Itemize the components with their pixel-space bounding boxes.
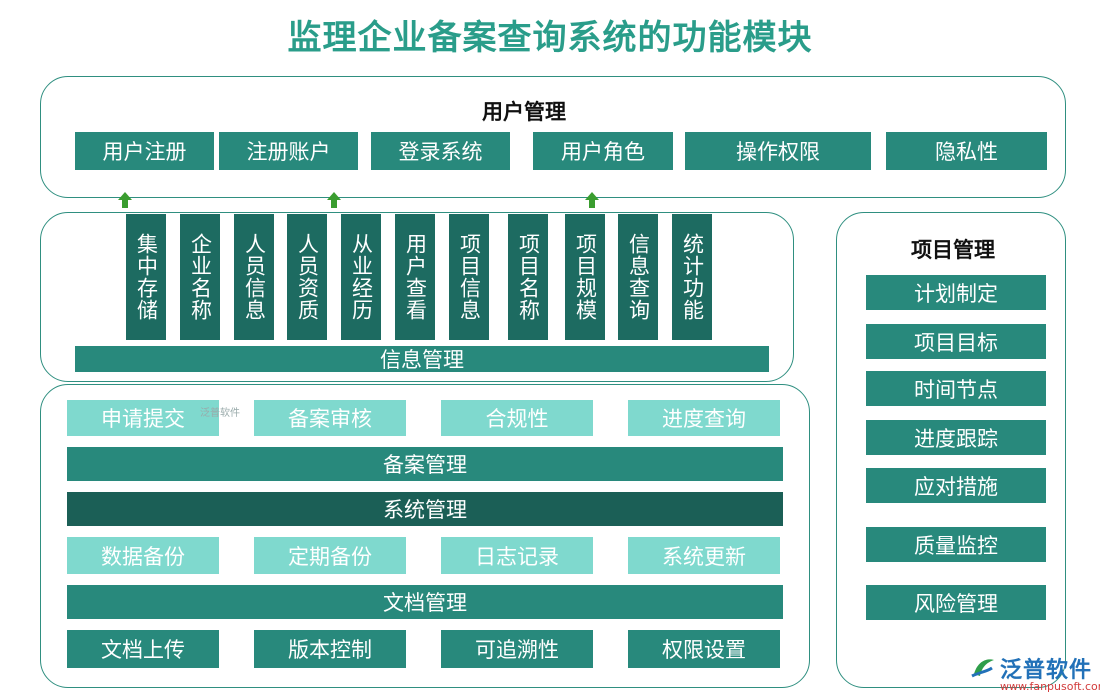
info-item[interactable]: 项目信息: [449, 214, 489, 340]
project-item[interactable]: 时间节点: [866, 371, 1046, 406]
user-item-privacy[interactable]: 隐私性: [886, 132, 1047, 170]
info-item[interactable]: 人员信息: [234, 214, 274, 340]
brand-logo-icon: [971, 659, 994, 678]
system-item[interactable]: 数据备份: [67, 537, 219, 574]
user-item-login[interactable]: 登录系统: [371, 132, 510, 170]
system-item[interactable]: 日志记录: [441, 537, 593, 574]
user-item-permission[interactable]: 操作权限: [685, 132, 871, 170]
up-arrow-icon: [118, 192, 132, 208]
user-item-register[interactable]: 用户注册: [75, 132, 214, 170]
info-item[interactable]: 集中存储: [126, 214, 166, 340]
info-item[interactable]: 统计功能: [672, 214, 712, 340]
document-item[interactable]: 文档上传: [67, 630, 219, 668]
info-item[interactable]: 企业名称: [180, 214, 220, 340]
system-item[interactable]: 系统更新: [628, 537, 780, 574]
project-item[interactable]: 进度跟踪: [866, 420, 1046, 455]
user-item-role[interactable]: 用户角色: [533, 132, 673, 170]
filing-item[interactable]: 进度查询: [628, 400, 780, 436]
info-item[interactable]: 用户查看: [395, 214, 435, 340]
up-arrow-icon: [327, 192, 341, 208]
project-item[interactable]: 项目目标: [866, 324, 1046, 359]
filing-item[interactable]: 合规性: [441, 400, 593, 436]
system-item[interactable]: 定期备份: [254, 537, 406, 574]
system-management-bar[interactable]: 系统管理: [67, 492, 783, 526]
brand-logo-url: www.fanpusoft.com: [1000, 680, 1100, 693]
brand-logo-text: 泛普软件: [1000, 658, 1093, 683]
info-item[interactable]: 人员资质: [287, 214, 327, 340]
project-item[interactable]: 风险管理: [866, 585, 1046, 620]
info-item[interactable]: 项目规模: [565, 214, 605, 340]
info-item[interactable]: 信息查询: [618, 214, 658, 340]
document-item[interactable]: 版本控制: [254, 630, 406, 668]
document-management-bar[interactable]: 文档管理: [67, 585, 783, 619]
project-item[interactable]: 计划制定: [866, 275, 1046, 310]
filing-item[interactable]: 备案审核: [254, 400, 406, 436]
project-item[interactable]: 应对措施: [866, 468, 1046, 503]
filing-management-bar[interactable]: 备案管理: [67, 447, 783, 481]
user-management-label: 用户管理: [482, 99, 566, 124]
watermark-text: 泛普软件: [200, 408, 240, 419]
user-item-register-account[interactable]: 注册账户: [219, 132, 358, 170]
project-management-label: 项目管理: [911, 237, 995, 262]
document-item[interactable]: 可追溯性: [441, 630, 593, 668]
info-management-bar[interactable]: 信息管理: [75, 346, 769, 372]
page-title: 监理企业备案查询系统的功能模块: [287, 18, 813, 58]
project-item[interactable]: 质量监控: [866, 527, 1046, 562]
document-item[interactable]: 权限设置: [628, 630, 780, 668]
up-arrow-icon: [585, 192, 599, 208]
info-item[interactable]: 从业经历: [341, 214, 381, 340]
info-item[interactable]: 项目名称: [508, 214, 548, 340]
filing-item[interactable]: 申请提交: [67, 400, 219, 436]
